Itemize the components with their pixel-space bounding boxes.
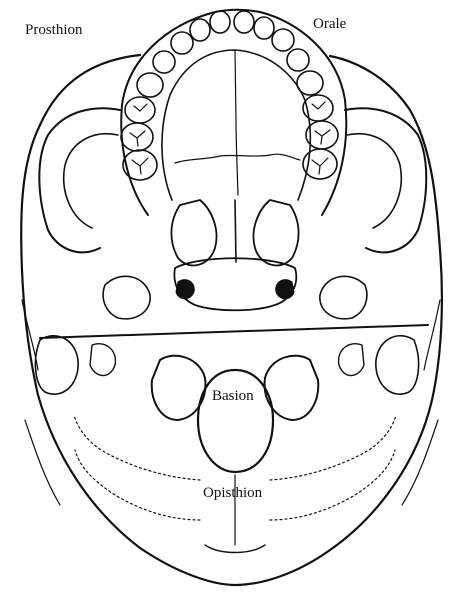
occipital-ridge-left [74,415,200,480]
styloid-right [339,344,364,376]
choanae-right [253,200,298,265]
nuchal-line-left [75,450,200,520]
foramen-lacerum-left [176,280,194,299]
glenoid-fossa-right [320,276,367,319]
label-basion: Basion [212,389,254,404]
zygomatic-arch-right-inner [347,134,401,228]
teeth-left [121,11,230,180]
molar-cusp-marks [130,102,330,174]
lateral-suture-right [402,300,440,505]
label-orale: Orale [313,17,346,32]
occipital-condyle-left [152,356,206,420]
label-prosthion: Prosthion [25,23,83,38]
label-opisthion: Opisthion [203,486,262,501]
reference-line [40,325,428,338]
mastoid-right [376,336,419,394]
transverse-palatine-suture [175,154,300,163]
choanae-left [171,200,216,265]
styloid-left [90,344,115,376]
zygomatic-arch-left [39,108,120,252]
skull-outline [21,55,442,585]
foramen-magnum [198,370,273,472]
mastoid-left [35,336,78,394]
glenoid-fossa-left [103,276,150,319]
zygomatic-arch-left-inner [64,134,118,228]
zygomatic-arch-right [345,108,426,252]
external-occipital-protuberance [205,545,265,553]
palatine-suture [235,50,238,195]
vomer [235,200,236,262]
occipital-ridge-right [270,415,396,480]
teeth-right [234,11,338,179]
foramen-lacerum-right [276,280,294,299]
